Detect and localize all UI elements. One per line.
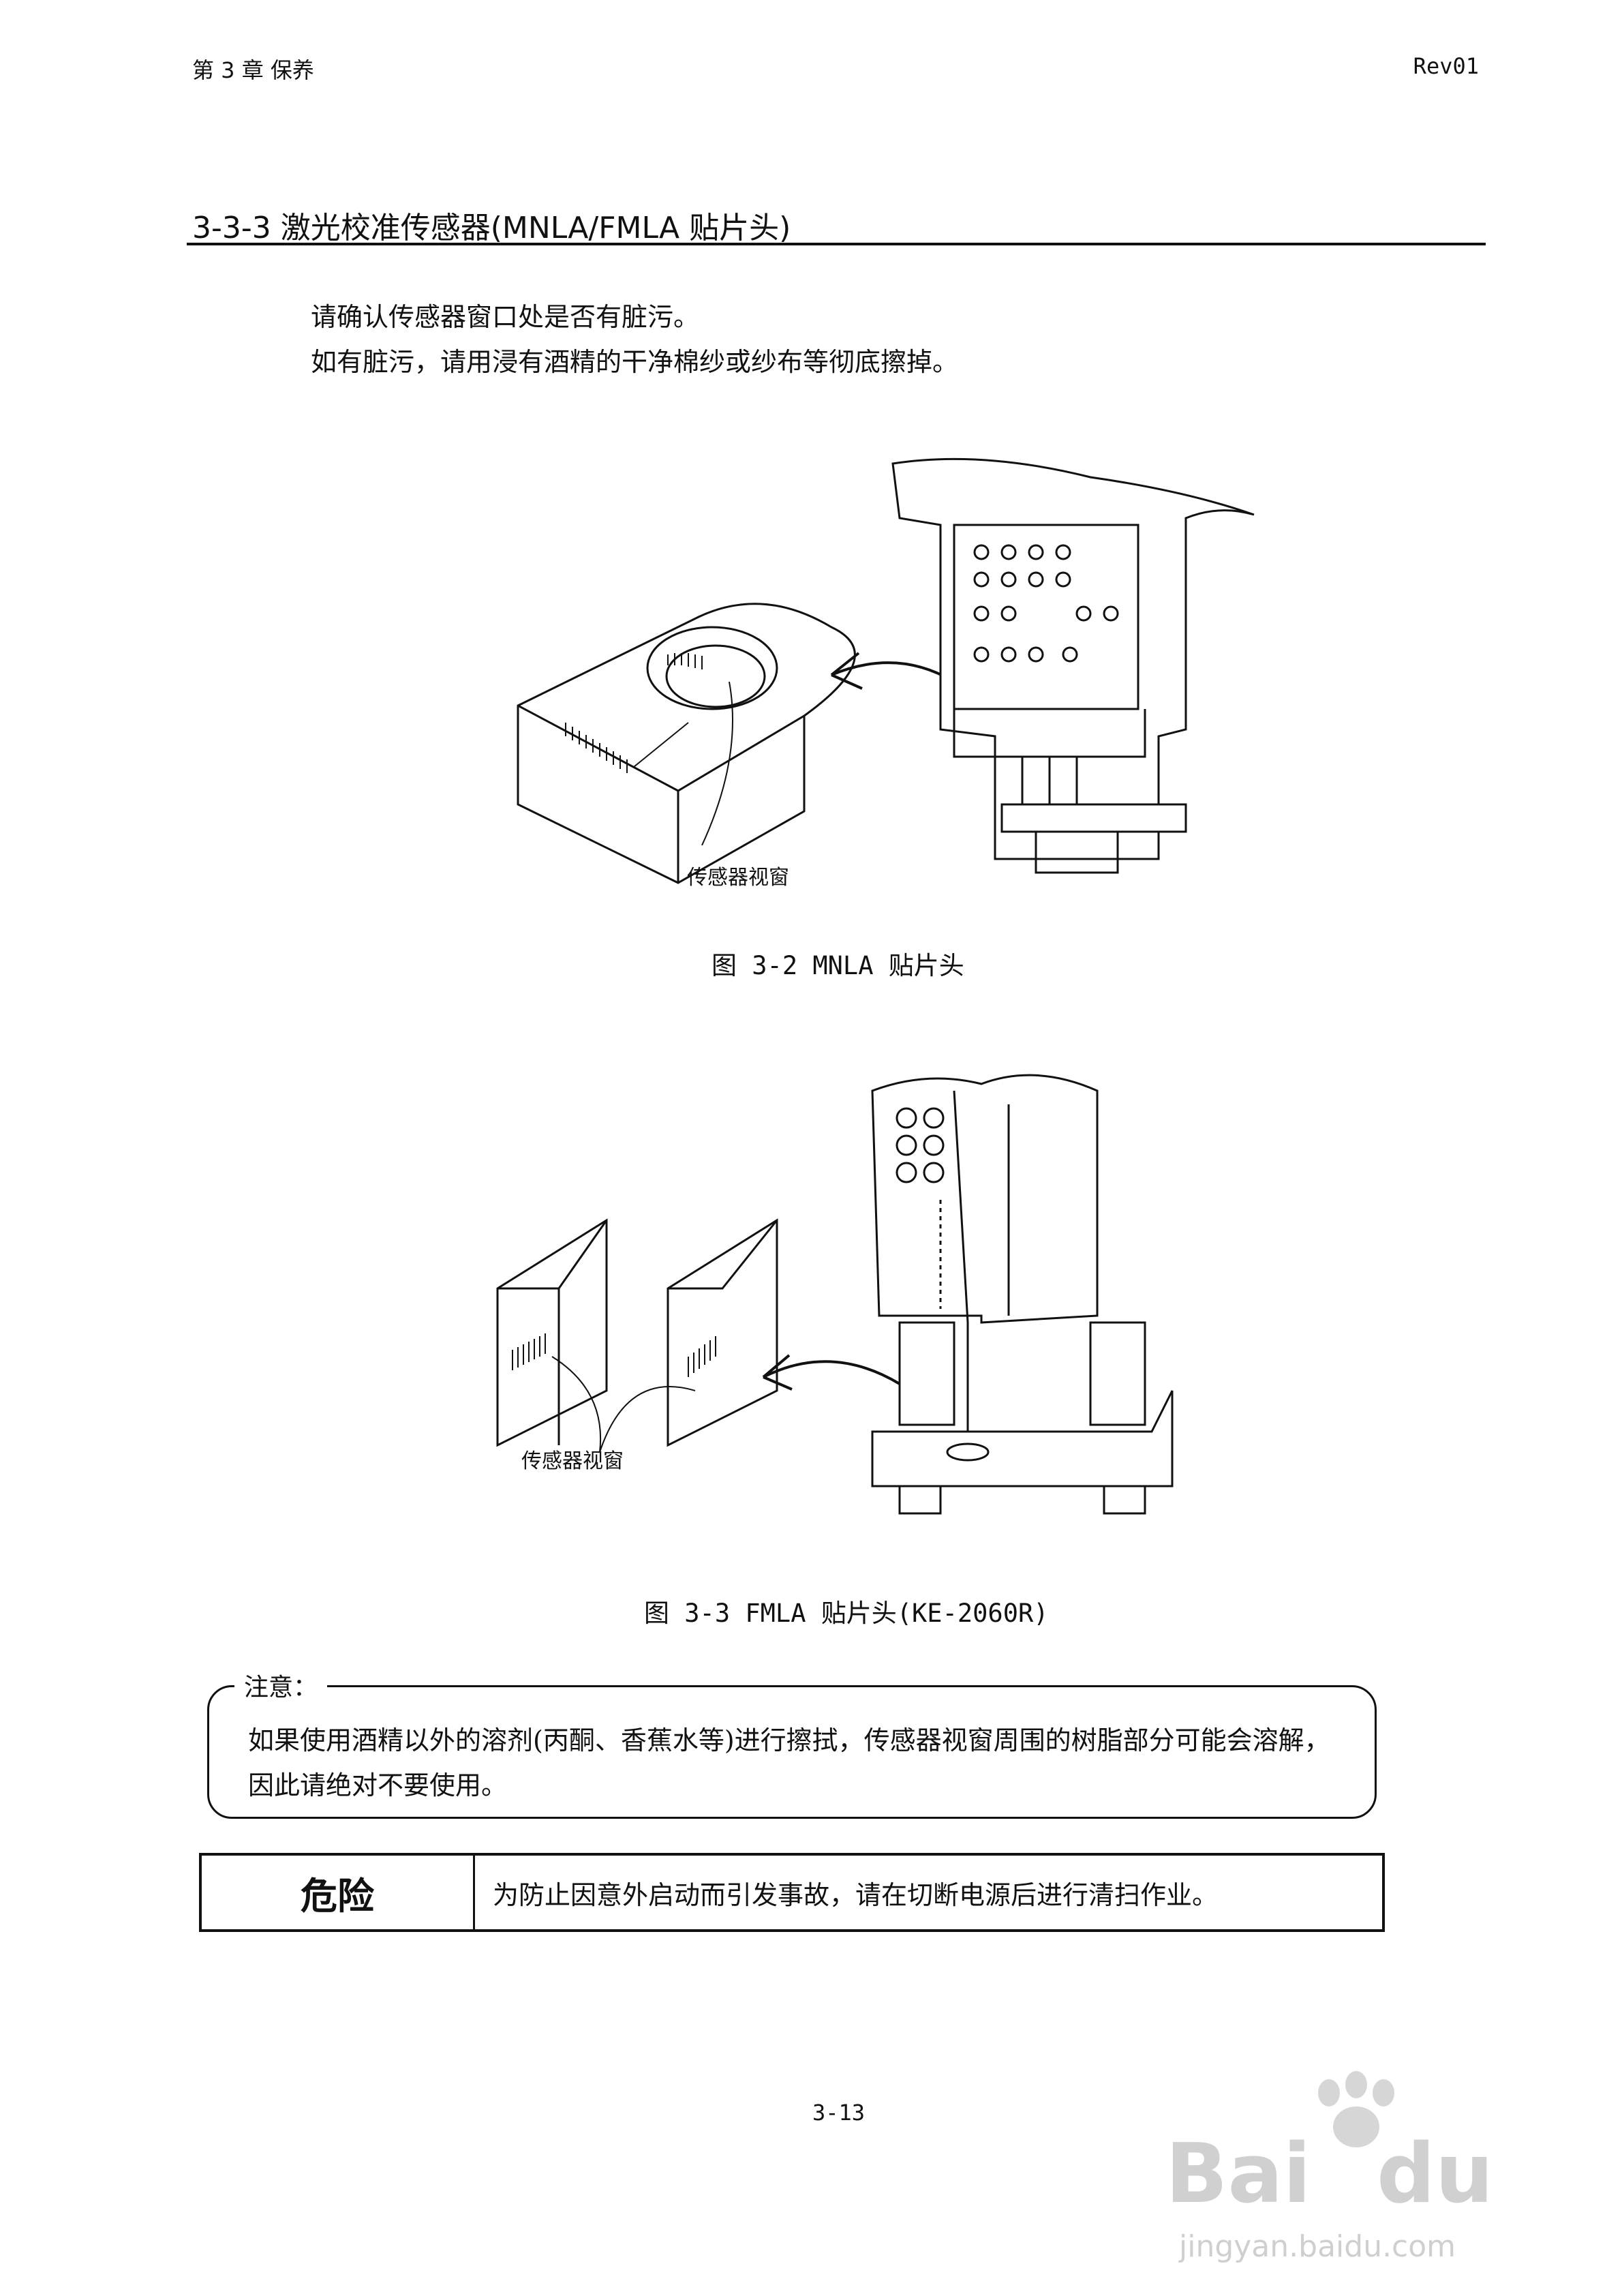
section-title: 3-3-3 激光校准传感器(MNLA/FMLA 贴片头)	[192, 211, 791, 245]
sensor-window-callout-2: 传感器视窗	[521, 1449, 624, 1473]
figure-caption-1: 图 3-2 MNLA 贴片头	[711, 951, 964, 980]
caution-text: 如果使用酒精以外的溶剂(丙酮、香蕉水等)进行擦拭，传感器视窗周围的树脂部分可能会…	[248, 1725, 1330, 1800]
body-paragraph-1: 请确认传感器窗口处是否有脏污。	[311, 302, 700, 332]
baidu-watermark-logo: Bai du jingyan.baidu.com	[1165, 2071, 1493, 2264]
caution-box	[207, 1685, 1377, 1819]
svg-text:du: du	[1377, 2127, 1493, 2222]
danger-text: 为防止因意外启动而引发事故，请在切断电源后进行清扫作业。	[493, 1879, 1219, 1910]
figure-fmla-illustration	[496, 1074, 1174, 1515]
body-paragraph-2: 如有脏污，请用浸有酒精的干净棉纱或纱布等彻底擦掉。	[311, 347, 959, 377]
danger-label: 危险	[202, 1856, 475, 1929]
sensor-window-callout-1: 传感器视窗	[687, 866, 789, 890]
figure-mnla-illustration	[517, 457, 1255, 884]
danger-box: 危险 为防止因意外启动而引发事故，请在切断电源后进行清扫作业。	[199, 1853, 1385, 1932]
revision-label: Rev01	[1413, 53, 1479, 79]
section-rule	[187, 243, 1486, 245]
svg-text:Bai: Bai	[1165, 2127, 1311, 2222]
svg-text:jingyan.baidu.com: jingyan.baidu.com	[1178, 2229, 1456, 2264]
caution-title: 注意：	[234, 1667, 328, 1703]
figure-caption-2: 图 3-3 FMLA 贴片头(KE-2060R)	[644, 1599, 1049, 1628]
page-number: 3-13	[812, 2100, 866, 2126]
chapter-header: 第 3 章 保养	[192, 57, 314, 83]
